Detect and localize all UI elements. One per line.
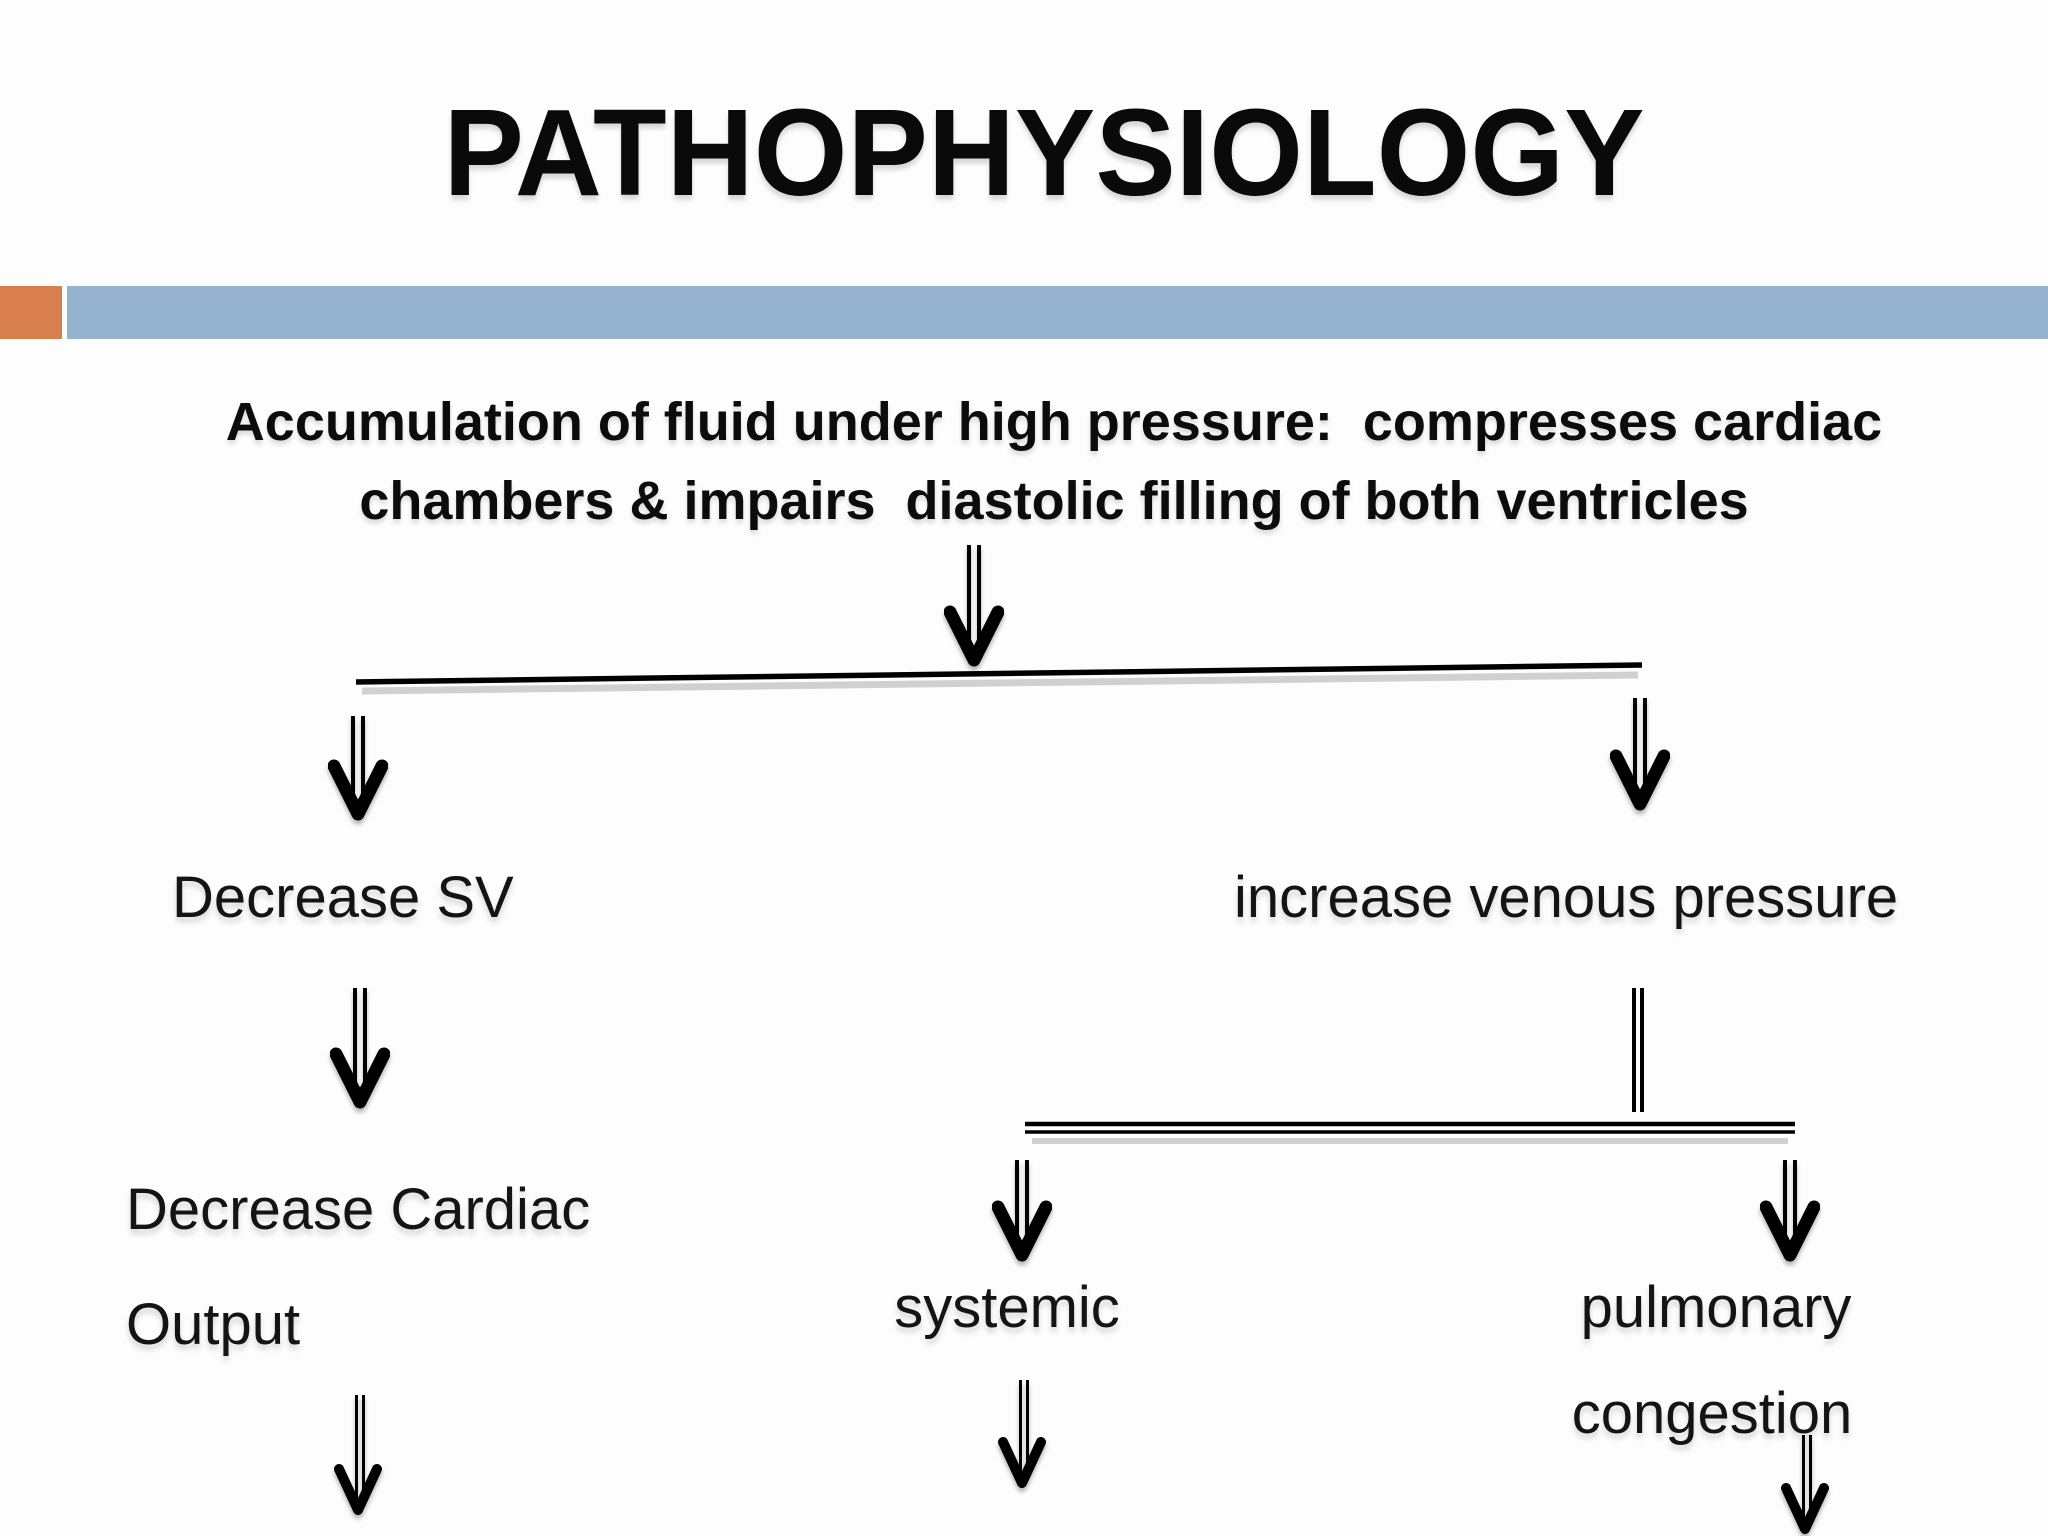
branch-line-venous bbox=[1025, 1121, 1795, 1144]
root-node-text-line1: Accumulation of fluid under high pressur… bbox=[225, 392, 1883, 452]
node-decrease-sv: Decrease SV bbox=[172, 865, 514, 930]
root-node-text: Accumulation of fluid under high pressur… bbox=[60, 383, 2048, 541]
flow-arrow-decrease-sv-icon bbox=[330, 988, 390, 1109]
page-title: PATHOPHYSIOLOGY bbox=[443, 85, 1645, 222]
node-systemic: systemic bbox=[894, 1275, 1120, 1340]
accent-bar-blue bbox=[67, 286, 2048, 339]
flow-arrow-congestion-continues-icon bbox=[1781, 1435, 1829, 1534]
flow-arrow-right-branch-icon bbox=[1610, 698, 1670, 811]
branch-line-top bbox=[355, 662, 1643, 695]
node-decrease-cardiac: Decrease Cardiac bbox=[126, 1177, 591, 1242]
flow-arrow-root-icon bbox=[944, 545, 1004, 667]
node-increase-venous-pressure: increase venous pressure bbox=[1234, 865, 1899, 930]
flow-arrow-pulmonary-icon bbox=[1760, 1160, 1820, 1262]
accent-bar-orange bbox=[0, 286, 62, 339]
flow-arrow-output-continues-icon bbox=[334, 1395, 382, 1515]
node-congestion: congestion bbox=[1571, 1381, 1853, 1446]
connector-venous-pressure bbox=[1632, 988, 1644, 1112]
node-decrease-cardiac-output: Output bbox=[126, 1292, 301, 1357]
node-pulmonary: pulmonary bbox=[1580, 1275, 1852, 1340]
flow-arrow-systemic-continues-icon bbox=[998, 1380, 1046, 1488]
flow-arrow-systemic-icon bbox=[992, 1160, 1052, 1262]
flow-arrow-left-branch-icon bbox=[328, 716, 388, 821]
root-node-text-line2: chambers & impairs diastolic filling of … bbox=[359, 471, 1749, 531]
